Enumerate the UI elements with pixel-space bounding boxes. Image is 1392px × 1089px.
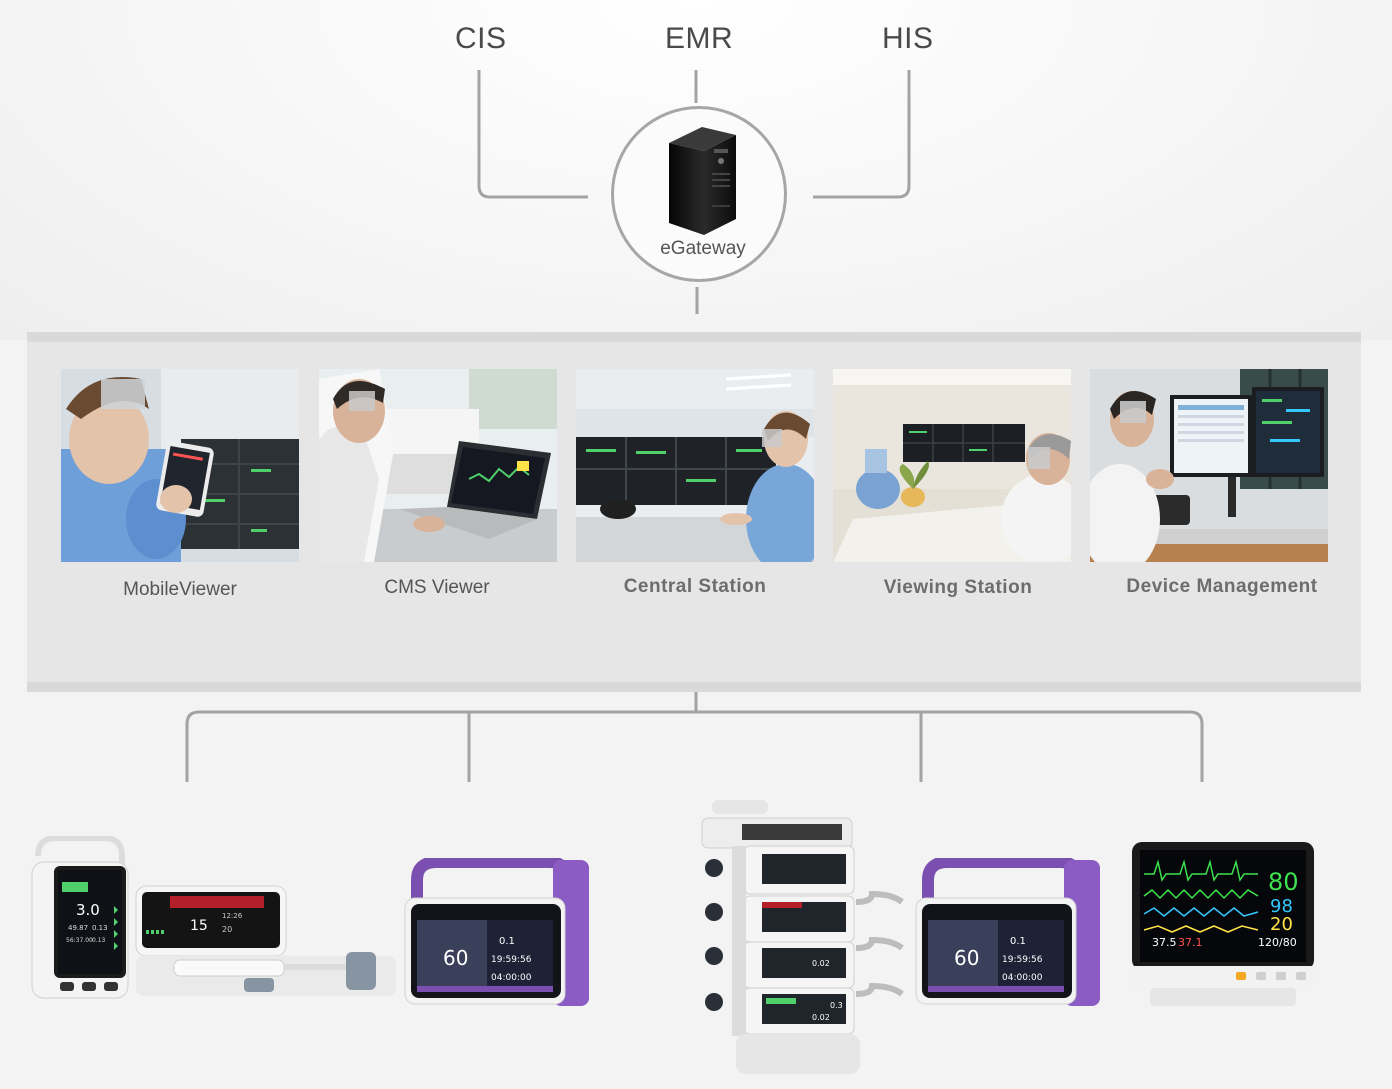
syringe-pump-small-value: 20 (222, 925, 232, 934)
infusion-pump-2-remain: 04:00:00 (1002, 973, 1043, 983)
infusion-pump-2-rate: 60 (954, 946, 979, 970)
infusion-pump-1-remain: 04:00:00 (491, 973, 532, 983)
cis-connector (477, 70, 588, 199)
vital-monitor-main-value: 3.0 (76, 901, 100, 919)
device-management-label: Device Management (1126, 576, 1318, 597)
pump-stack-value-a: 0.02 (812, 959, 830, 968)
patient-monitor-temp1: 37.5 (1152, 936, 1177, 949)
infusion-pump-stack: 0.02 0.3 0.02 (692, 798, 912, 1082)
syringe-pump-main-value: 15 (190, 918, 208, 934)
viewing-station-label: Viewing Station (883, 577, 1033, 598)
infusion-pump-2: 60 0.1 19:59:56 04:00:00 (914, 856, 1102, 1008)
infusion-pump-1: 60 0.1 19:59:56 04:00:00 (403, 856, 591, 1008)
vital-monitor-value-c: 56:37.00 (66, 937, 93, 944)
pump-stack-value-b: 0.3 (830, 1001, 843, 1010)
vital-signs-monitor: 3.0 49.87 0.13 56:37.00 0.13 (30, 835, 130, 1001)
syringe-pump: 15 12:26 20 (134, 882, 396, 1000)
device-bus (185, 710, 1204, 782)
infusion-pump-1-rate: 60 (443, 946, 468, 970)
patient-monitor-nibp: 120/80 (1258, 936, 1297, 949)
cms-viewer-photo (319, 369, 557, 562)
server-tower-icon (669, 127, 736, 235)
patient-monitor-temp2: 37.1 (1178, 936, 1203, 949)
egateway-node (611, 106, 787, 282)
infusion-pump-1-volume: 0.1 (499, 936, 515, 947)
central-station-label: Central Station (623, 576, 767, 597)
patient-monitor: 80 98 20 37.5 37.1 120/80 (1130, 840, 1316, 1010)
emr-label: EMR (665, 22, 734, 55)
syringe-pump-time: 12:26 (222, 912, 243, 920)
patient-monitor-hr: 80 (1268, 868, 1299, 896)
vital-monitor-value-b: 0.13 (92, 924, 108, 932)
central-station-photo (576, 369, 814, 562)
egateway-label: eGateway (660, 238, 746, 259)
cis-label: CIS (455, 22, 507, 55)
his-connector (813, 70, 911, 199)
infusion-pump-1-time: 19:59:56 (491, 955, 532, 965)
his-label: HIS (882, 22, 934, 55)
device-management-photo (1090, 369, 1328, 562)
band-stripe-top (27, 332, 1361, 342)
vital-monitor-value-d: 0.13 (92, 937, 106, 944)
mobile-viewer-photo (61, 369, 299, 562)
viewing-station-photo (833, 369, 1071, 562)
vital-monitor-value-a: 49.87 (68, 924, 88, 932)
patient-monitor-rr: 20 (1270, 914, 1293, 935)
band-stripe-bottom (27, 682, 1361, 692)
pump-stack-value-c: 0.02 (812, 1013, 830, 1022)
infusion-pump-2-volume: 0.1 (1010, 936, 1026, 947)
patient-monitor-spo2: 98 (1270, 896, 1293, 917)
cms-viewer-label: CMS Viewer (384, 577, 490, 598)
mobile-viewer-label: MobileViewer (123, 579, 237, 600)
infusion-pump-2-time: 19:59:56 (1002, 955, 1043, 965)
